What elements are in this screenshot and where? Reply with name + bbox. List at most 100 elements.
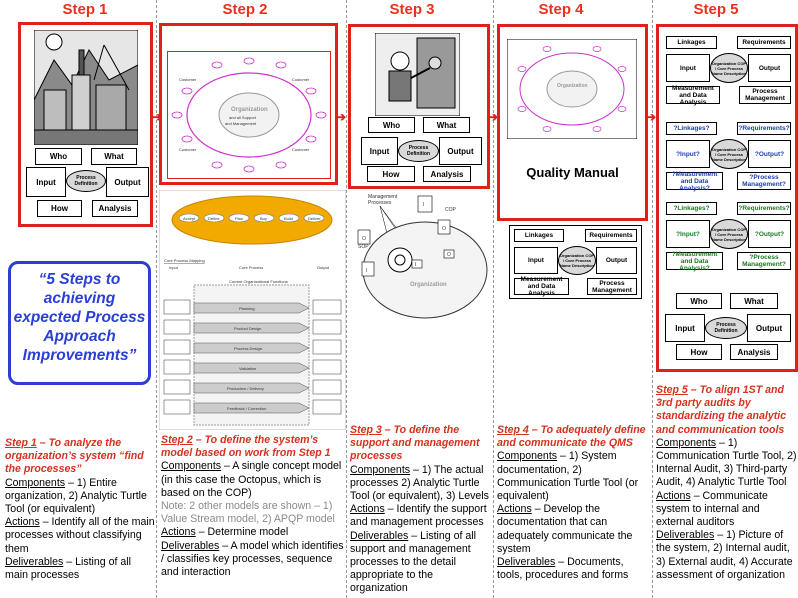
svg-text:Output: Output (317, 265, 330, 270)
step-2-description: Step 2 – To define the system’s model ba… (161, 434, 344, 579)
mini-label: O (447, 252, 451, 258)
step-4-description: Step 4 – To adequately define and commun… (497, 424, 646, 582)
turtle-analysis: Analysis (730, 344, 778, 360)
svg-text:and Management: and Management (225, 121, 257, 126)
linkages-box: Linkages (666, 36, 717, 49)
process-row: Planning (239, 306, 255, 311)
q-output-box: ?Output? (748, 140, 791, 168)
svg-text:and all Support: and all Support (229, 115, 257, 120)
worker-illustration (375, 33, 460, 116)
turtle-who: Who (35, 148, 82, 165)
svg-text:Customer: Customer (179, 147, 197, 152)
q-requirements-box: ?Requirements? (737, 122, 791, 135)
column-divider (346, 0, 347, 598)
q-requirements-box: ?Requirements? (737, 202, 791, 215)
process-row: Validation (239, 366, 256, 371)
step-4-frame: Organization Quality Manual (497, 24, 648, 221)
q-input-box: ?Input? (666, 140, 710, 168)
step-1-title: Step 1 (62, 1, 108, 18)
turtle-output: Output (106, 167, 149, 197)
measurement-box: Measurement and Data Analysis (666, 85, 720, 106)
svg-text:Core Process: Core Process (239, 265, 263, 270)
svg-text:Core Process Mapping: Core Process Mapping (164, 258, 205, 263)
flow-item: Define (208, 216, 220, 221)
turtle-how: How (367, 166, 415, 182)
output-box: Output (748, 54, 791, 82)
step-3-description: Step 3 – To define the support and manag… (350, 424, 489, 595)
turtle-input: Input (361, 137, 398, 165)
process-mgmt-box: Process Management (587, 278, 637, 295)
turtle-how: How (37, 200, 82, 217)
core-process-oval: Organization COP / Core Process Name Des… (710, 219, 748, 249)
turtle-who: Who (676, 293, 722, 309)
q-output-box: ?Output? (748, 220, 791, 248)
arrow-right-icon: ➔ (488, 110, 499, 124)
process-row: Process Design (234, 346, 262, 351)
flow-item: Accept (183, 216, 196, 221)
arrow-right-icon: ➔ (646, 110, 657, 124)
turtle-process: Process Definition (398, 140, 439, 162)
svg-text:Current Organizational Functio: Current Organizational Functions (229, 279, 288, 284)
process-row: Feedback / Correction (227, 406, 266, 411)
process-row: Product Design (234, 326, 261, 331)
q-process-mgmt-box: ?Process Management? (737, 252, 791, 270)
process-mgmt-box: Process Management (739, 86, 791, 104)
column-divider (652, 0, 653, 598)
svg-text:Organization: Organization (231, 107, 268, 113)
turtle-who: Who (368, 117, 415, 133)
svg-text:Customer: Customer (179, 77, 197, 82)
svg-text:Organization: Organization (557, 83, 588, 89)
flow-item: Build (284, 216, 293, 221)
output-box: Output (596, 247, 637, 274)
turtle-analysis: Analysis (92, 200, 138, 217)
step-2-frame: Organization and all Support and Managem… (159, 23, 338, 185)
turtle-input: Input (26, 167, 66, 197)
core-process-oval: Organization COP / Core Process Name Des… (558, 246, 596, 275)
flow-item: Plan (235, 216, 243, 221)
linkages-box: Linkages (514, 229, 564, 242)
turtle-process: Process Definition (66, 170, 106, 192)
q-measurement-box: ?Measurement and Data Analysis? (666, 171, 723, 192)
mini-label: O (362, 236, 366, 242)
turtle-output: Output (439, 137, 482, 165)
mini-label: O (442, 226, 446, 232)
step-5-title: Step 5 (693, 1, 739, 18)
value-stream-panel: Accept Define Plan Buy Build Deliver Cor… (159, 190, 346, 430)
input-box: Input (666, 54, 710, 82)
svg-text:Input: Input (169, 265, 179, 270)
turtle-process: Process Definition (705, 317, 747, 339)
turtle-output: Output (747, 314, 791, 342)
mini-label: I (415, 262, 416, 268)
column-divider (493, 0, 494, 598)
svg-text:Processes: Processes (368, 200, 392, 206)
measurement-box: Measurement and Data Analysis (514, 276, 569, 297)
turtle-how: How (676, 344, 722, 360)
quality-manual-octopus: Organization (507, 39, 637, 139)
svg-text:Management: Management (368, 194, 398, 200)
arrow-right-icon: ➔ (152, 110, 163, 124)
process-row: Production / Delivery (227, 386, 264, 391)
flow-item: Deliver (308, 216, 321, 221)
callout-5-steps: “5 Steps to achieving expected Process A… (8, 261, 151, 385)
flow-item: Buy (260, 216, 267, 221)
svg-text:SOP: SOP (358, 244, 369, 250)
input-box: Input (514, 247, 558, 274)
requirements-box: Requirements (585, 229, 637, 242)
svg-text:Customer: Customer (292, 147, 310, 152)
octopus-diagram: Organization and all Support and Managem… (167, 51, 331, 179)
core-process-oval: Organization COP / Core Process Name Des… (710, 139, 748, 169)
mini-label: I (423, 202, 424, 208)
factory-illustration (34, 30, 138, 145)
svg-text:Customer: Customer (292, 77, 310, 82)
step-1-description: Step 1 – To analyze the organization’s s… (5, 437, 155, 582)
q-process-mgmt-box: ?Process Management? (737, 172, 791, 190)
step-4-title: Step 4 (538, 1, 584, 18)
svg-text:Organization: Organization (410, 282, 447, 288)
svg-text:COP: COP (445, 207, 457, 213)
q-linkages-box: ?Linkages? (666, 202, 717, 215)
quality-manual-title: Quality Manual (526, 165, 619, 180)
q-linkages-box: ?Linkages? (666, 122, 717, 135)
step-2-title: Step 2 (222, 1, 268, 18)
step-5-description: Step 5 – To align 1ST and 3rd party audi… (656, 384, 797, 581)
requirements-box: Requirements (737, 36, 791, 49)
